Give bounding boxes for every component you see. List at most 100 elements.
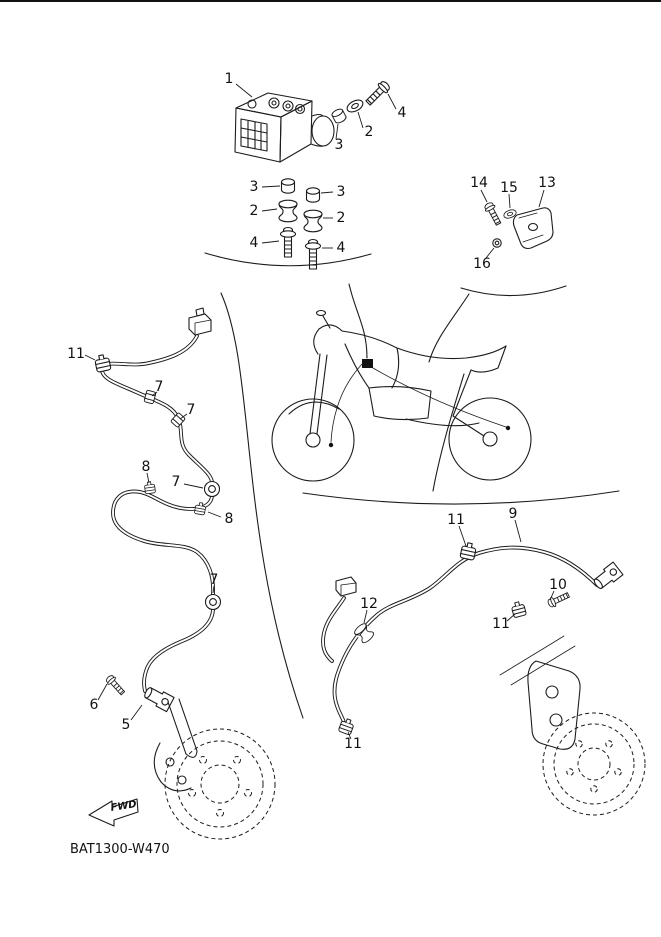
callout-number-11-26[interactable]: 11 [492, 616, 510, 632]
collar-top [330, 107, 348, 125]
grommet-left [278, 199, 298, 223]
part-code: BAT1300-W470 [70, 842, 170, 857]
callout-leader-7 [320, 191, 334, 194]
callout-leader-3 [335, 123, 339, 140]
callout-number-11-28[interactable]: 11 [344, 736, 362, 752]
callout-number-13-12[interactable]: 13 [538, 175, 556, 191]
grommet-12 [352, 621, 376, 645]
callout-number-2-5[interactable]: 2 [250, 203, 259, 219]
front-fork-caliper [153, 698, 198, 792]
callout-leader-17 [146, 472, 150, 484]
callout-leader-19 [207, 511, 222, 518]
rear-branch-connector [335, 576, 357, 597]
callout-leader-11 [508, 193, 511, 209]
clip-8-a [143, 480, 156, 495]
front-connector-tab [195, 307, 205, 317]
callout-leader-23 [458, 525, 467, 547]
bracket-left-harness [220, 292, 304, 719]
link-bracket13-to-bike [428, 293, 470, 363]
collar-left [280, 178, 296, 194]
callout-leader-5 [261, 208, 278, 212]
callout-number-11-23[interactable]: 11 [447, 512, 465, 528]
callout-number-4-9[interactable]: 4 [337, 240, 346, 256]
callout-leader-2 [357, 111, 364, 129]
callout-number-2-2[interactable]: 2 [365, 124, 374, 140]
rear-caliper-bracket [499, 635, 581, 750]
callout-leader-20 [212, 585, 215, 594]
callout-number-6-21[interactable]: 6 [90, 697, 99, 713]
link-abs-to-bike [348, 283, 368, 359]
callout-leader-1 [387, 93, 397, 110]
abs-motor [311, 115, 335, 147]
callout-leader-13 [485, 247, 495, 259]
callout-number-16-13[interactable]: 16 [473, 256, 491, 272]
callout-number-4-6[interactable]: 4 [250, 235, 259, 251]
callout-leader-22 [130, 704, 143, 721]
clamp-11-rear-c [337, 716, 356, 736]
callout-number-14-10[interactable]: 14 [470, 175, 488, 191]
callout-number-7-18[interactable]: 7 [172, 474, 181, 490]
callout-number-10-25[interactable]: 10 [549, 577, 567, 593]
washer-top [344, 97, 366, 115]
section-brackets [204, 252, 620, 719]
callout-number-3-4[interactable]: 3 [250, 179, 259, 195]
callout-number-12-27[interactable]: 12 [360, 596, 378, 612]
callout-leader-18 [183, 483, 204, 489]
rear-sensor-harness [321, 541, 646, 816]
clip-8-b [193, 501, 207, 516]
grommet-ring-7-d [204, 593, 222, 611]
callout-number-15-11[interactable]: 15 [500, 180, 518, 196]
callout-number-3-3[interactable]: 3 [335, 137, 344, 153]
callout-number-2-8[interactable]: 2 [337, 210, 346, 226]
callout-number-7-16[interactable]: 7 [187, 402, 196, 418]
callout-leader-24 [514, 519, 522, 543]
abs-hydraulic-unit [234, 92, 335, 163]
callout-number-11-14[interactable]: 11 [67, 346, 85, 362]
collar-right [305, 187, 321, 203]
callout-number-4-1[interactable]: 4 [398, 105, 407, 121]
front-connector [188, 313, 212, 336]
sensor-bolt-6 [104, 673, 127, 698]
front-wheel-sensor [144, 687, 175, 713]
callout-number-9-24[interactable]: 9 [509, 506, 518, 522]
sensor-bracket-group [482, 200, 554, 250]
link-bike-to-rear [432, 373, 465, 492]
bracket-bottom-right [302, 490, 620, 505]
callout-number-7-15[interactable]: 7 [155, 379, 164, 395]
callout-number-5-22[interactable]: 5 [122, 717, 131, 733]
abs-location-marker [362, 359, 373, 368]
callout-number-8-17[interactable]: 8 [142, 459, 151, 475]
motorcycle-illustration [271, 309, 532, 482]
bolt-14 [482, 200, 504, 227]
callout-number-7-20[interactable]: 7 [210, 572, 219, 588]
grommet-ring-7-c [203, 480, 221, 498]
fwd-marker: FWD [88, 798, 139, 827]
clamp-11-rear-a [459, 541, 478, 561]
callout-leader-28 [347, 731, 352, 740]
callout-leader-0 [235, 83, 253, 98]
clamp-11-front [93, 353, 112, 373]
callout-leader-16 [179, 413, 188, 420]
fwd-label: FWD [110, 799, 138, 814]
rear-wheel-sensor [593, 561, 624, 590]
callout-leader-14 [84, 354, 96, 361]
front-brake-disc [164, 728, 276, 840]
bracket-top-right [460, 285, 567, 297]
callout-leader-27 [363, 609, 368, 624]
callout-number-1-0[interactable]: 1 [225, 71, 234, 87]
abs-connector-block [240, 118, 268, 152]
callout-leader-21 [97, 683, 108, 701]
callout-leader-4 [261, 185, 281, 188]
bolt-left [279, 226, 297, 258]
clamp-7-b [170, 411, 186, 429]
callout-number-8-19[interactable]: 8 [225, 511, 234, 527]
rear-brake-disc [542, 712, 646, 816]
grommet-right [303, 209, 323, 233]
callout-number-3-7[interactable]: 3 [337, 184, 346, 200]
callout-leader-12 [538, 189, 545, 208]
callout-leader-6 [261, 240, 280, 244]
bolt-top-right [363, 78, 393, 108]
